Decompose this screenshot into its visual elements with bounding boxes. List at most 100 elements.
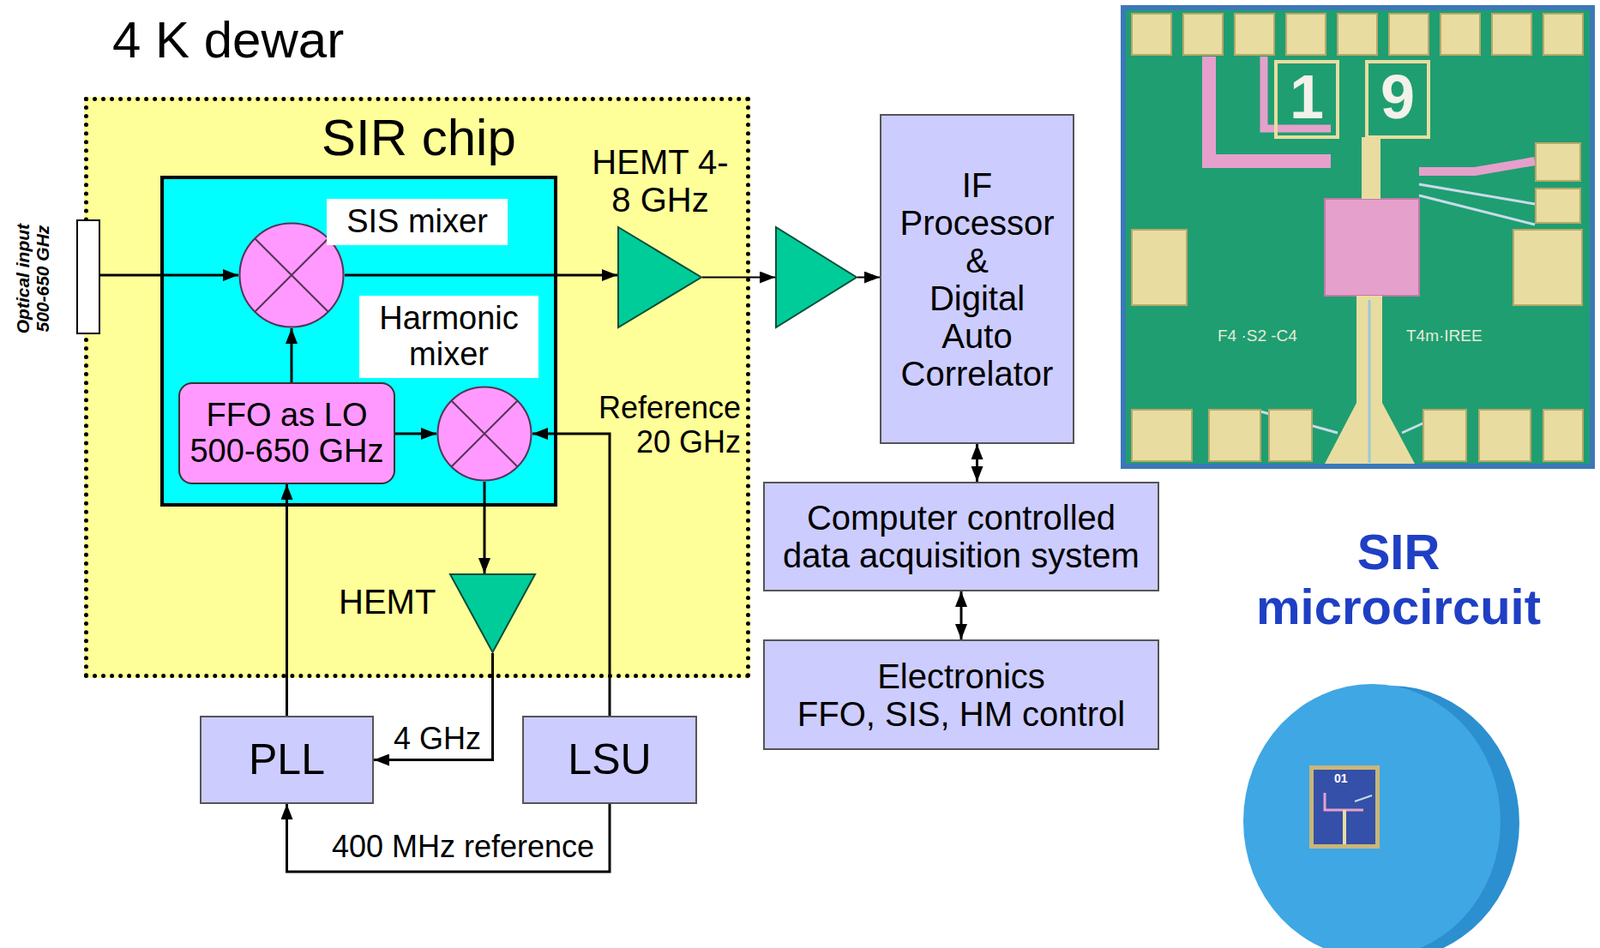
artwork-part [1423,409,1467,462]
node-text: SIR chip [321,109,517,167]
artwork-part [1535,143,1581,181]
connector-line [373,653,494,761]
node-text: Computer controlled data acquisition sys… [775,499,1148,575]
microcircuit-disc [1243,684,1520,948]
connector-line [287,804,611,873]
artwork-part [1419,184,1535,205]
connector-line [960,591,963,640]
artwork-part [1354,795,1372,802]
artwork-part [1366,61,1429,138]
mixer-circle: SIS mixer [238,222,345,329]
edge-label: Reference 20 GHz [595,390,741,459]
amplifier-shape [775,227,857,328]
chip-marking: 9 [1371,63,1424,132]
label-holder: SIR microcircuit [1243,524,1554,635]
artwork-part [1262,685,1520,948]
dewar-region: SIS mixerHarmonic mixerFFO as LO 500-650… [84,96,751,679]
artwork-part [1419,161,1535,172]
artwork-part [1368,300,1372,464]
amplifier-triangle [775,226,858,329]
node-text: Electronics [877,657,1046,696]
artwork-part [1309,765,1380,849]
node-text: HEMT [338,583,436,621]
artwork-part [1337,13,1378,55]
label-holder: 01 [1334,772,1348,786]
process-box: PLL [199,715,374,805]
figure-caption-label: SIR microcircuit [1243,524,1554,635]
artwork-part [1260,411,1338,434]
mixer-circle-shape [438,387,532,482]
connector-line [975,444,979,482]
chip-photo [1120,5,1595,470]
artwork-part [1543,13,1583,55]
artwork-part [1401,411,1450,434]
amplifier-symbol [449,573,536,654]
edge-label-holder: 400 MHz reference [318,830,608,865]
label-holder: T4m·IREE [1406,327,1483,346]
artwork-part [1361,137,1381,199]
chip-marking: T4m·IREE [1406,327,1483,346]
artwork-part [1535,188,1581,223]
artwork-part [1131,409,1192,462]
artwork-part [1120,5,1595,470]
artwork-part [1269,409,1312,462]
node-text: Optical input 500-650 GHz [12,205,53,352]
artwork-part [1234,13,1275,55]
amplifier-symbol [617,226,703,329]
connectors [100,275,978,873]
mixer-symbol [436,385,533,482]
artwork-part [1324,198,1420,296]
edge-label-holder: Reference 20 GHz [595,390,741,459]
node-text: PLL [248,736,325,784]
optical-window: Optical input 500-650 GHz [76,219,101,335]
artwork-part [1543,409,1583,462]
connector-line [483,481,487,574]
node-text: FFO, SIS, HM control [797,695,1125,734]
node-text: FFO as LO 500-650 GHz [186,397,387,470]
connector-line [285,484,289,716]
node-text: SIS mixer [326,198,508,246]
mixer-cross [254,238,329,313]
chip-marking: 1 [1281,63,1333,132]
process-box: LSU [522,715,698,805]
connector-line [857,276,880,279]
amplifier-symbol [775,226,858,329]
edge-label-holder: 4 GHz [393,721,482,757]
artwork-part [1125,10,1590,464]
connector-line [395,433,437,436]
connector-line [702,276,776,279]
artwork-part [1275,61,1338,138]
connector-line [532,433,610,716]
process-box: IF Processor & Digital Auto Correlator [879,114,1075,445]
label-holder: 1 [1281,63,1333,132]
chip-box: SIS mixerHarmonic mixerFFO as LO 500-650… [160,175,558,507]
artwork-part [1286,13,1326,55]
artwork-part [1209,409,1261,462]
process-box: ElectronicsFFO, SIS, HM control [763,639,1160,751]
node-text: 4 K dewar [112,12,344,69]
artwork-part [1131,229,1187,306]
amplifier-shape [450,574,536,653]
artwork-part [1324,295,1415,464]
artwork-part [1389,13,1429,55]
connector-line [290,328,294,383]
label-holder: F4 ·S2 -C4 [1217,327,1298,346]
chip-marking: 01 [1334,772,1348,786]
edge-label: 400 MHz reference [318,830,608,865]
artwork-part [1419,195,1535,225]
node-text: Harmonic mixer [359,295,539,379]
mixer-circle: Harmonic mixer [436,385,533,482]
artwork-part [1342,810,1347,845]
process-box: Computer controlled data acquisition sys… [763,481,1160,592]
amplifier-triangle: HEMT [449,573,536,654]
edge-label: 4 GHz [393,721,482,757]
artwork-part [1131,13,1172,55]
artwork-part [1313,769,1376,845]
oscillator-box: FFO as LO 500-650 GHz [178,382,396,485]
amplifier-shape [618,227,702,328]
node-text: IF Processor & Digital Auto Correlator [891,166,1063,393]
node-text: HEMT 4-8 GHz [591,143,729,219]
mixer-cross [451,400,518,467]
artwork-part [1243,684,1501,948]
